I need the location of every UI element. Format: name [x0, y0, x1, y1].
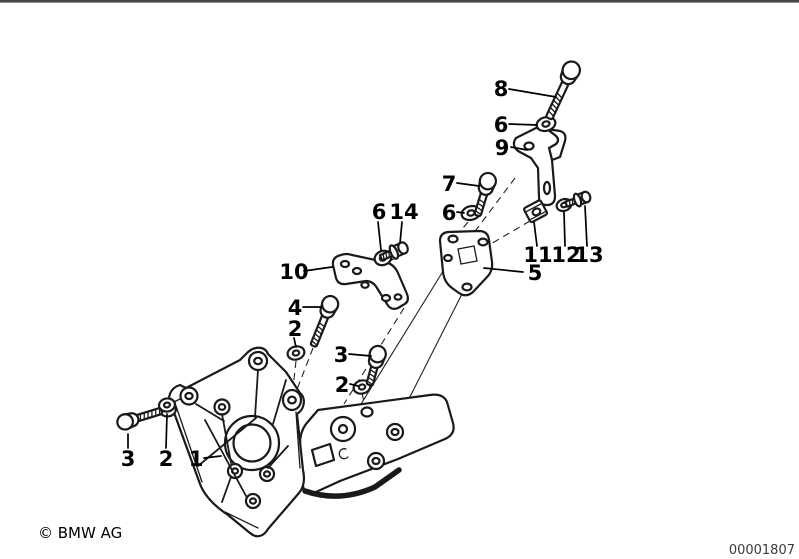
callout-12[interactable]: 12: [551, 243, 580, 267]
callout-5[interactable]: 5: [528, 261, 543, 285]
part-11-clip-nut: [523, 199, 549, 224]
callout-1[interactable]: 1: [189, 447, 204, 471]
callout-2-upper[interactable]: 2: [288, 317, 303, 341]
diagram-number: 00001807: [729, 543, 795, 558]
callout-7[interactable]: 7: [442, 172, 457, 196]
callout-13[interactable]: 13: [574, 243, 603, 267]
callout-14[interactable]: 14: [389, 200, 418, 224]
callout-8[interactable]: 8: [494, 77, 509, 101]
copyright-text: © BMW AG: [38, 524, 122, 542]
part-5-bracket: [438, 229, 494, 297]
top-border: [0, 0, 799, 3]
callout-3-bottom[interactable]: 3: [121, 447, 136, 471]
callout-6-left[interactable]: 6: [372, 200, 387, 224]
part-4-bolt: [309, 294, 340, 348]
callout-4[interactable]: 4: [288, 296, 303, 320]
part-9-bracket: [512, 125, 567, 207]
part-3-bolt-mid: [365, 344, 387, 387]
callout-10[interactable]: 10: [279, 260, 308, 284]
part-14-screw: [378, 241, 409, 262]
part-2-washer-upper: [286, 345, 306, 361]
callout-2-mid[interactable]: 2: [335, 373, 350, 397]
callout-leader-lines: [127, 88, 588, 459]
part-6-washer-top: [535, 115, 557, 133]
callout-6-top[interactable]: 6: [494, 113, 509, 137]
part-2-nut-bottom: [157, 397, 177, 418]
part-8-bolt: [545, 60, 582, 121]
part-13-screw: [564, 190, 592, 208]
callout-3-mid[interactable]: 3: [334, 343, 349, 367]
part-3-bolt-bottom: [116, 407, 164, 431]
callout-9[interactable]: 9: [495, 136, 510, 160]
callout-6-mid[interactable]: 6: [442, 201, 457, 225]
callout-2-bottom[interactable]: 2: [159, 447, 174, 471]
part-1-bracket: [168, 346, 455, 538]
callout-11[interactable]: 11: [523, 243, 552, 267]
part-10-bracket: [331, 252, 409, 310]
